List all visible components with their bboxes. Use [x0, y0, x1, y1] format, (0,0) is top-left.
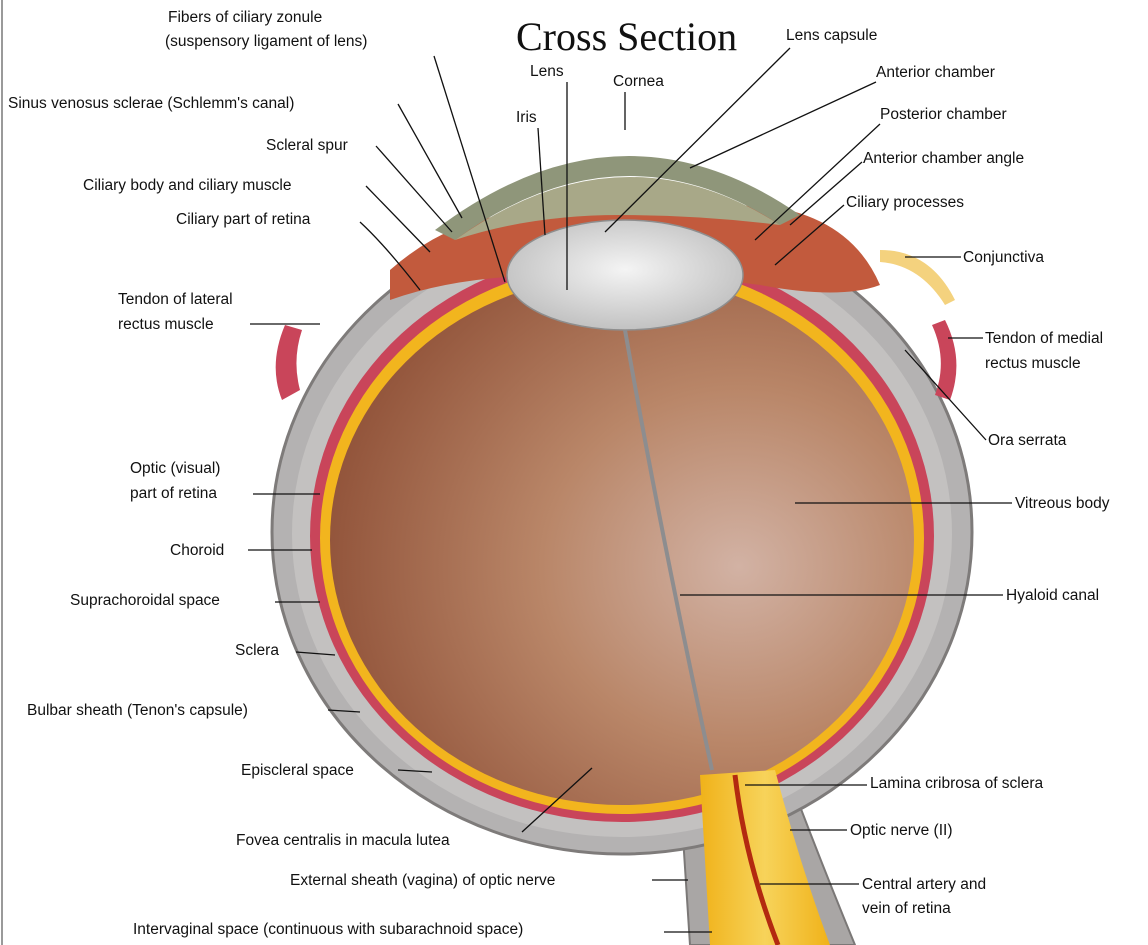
label-conjunctiva: Conjunctiva — [963, 249, 1044, 266]
label-optic-retina-1: Optic (visual) — [130, 460, 220, 477]
label-fibers-ciliary-zonule-2: (suspensory ligament of lens) — [165, 33, 367, 50]
label-hyaloid-canal: Hyaloid canal — [1006, 587, 1099, 604]
label-choroid: Choroid — [170, 542, 224, 559]
label-fibers-ciliary-zonule-1: Fibers of ciliary zonule — [168, 9, 322, 26]
diagram-title: Cross Section — [516, 14, 737, 59]
label-sclera: Sclera — [235, 642, 279, 659]
label-ciliary-body: Ciliary body and ciliary muscle — [83, 177, 291, 194]
label-bulbar-sheath: Bulbar sheath (Tenon's capsule) — [27, 702, 248, 719]
label-lens: Lens — [530, 63, 564, 80]
label-anterior-chamber: Anterior chamber — [876, 64, 995, 81]
label-tendon-medial-2: rectus muscle — [985, 355, 1081, 372]
label-intervaginal: Intervaginal space (continuous with suba… — [133, 921, 523, 938]
label-external-sheath: External sheath (vagina) of optic nerve — [290, 872, 555, 889]
label-lens-capsule: Lens capsule — [786, 27, 877, 44]
label-optic-nerve: Optic nerve (II) — [850, 822, 953, 839]
label-anterior-chamber-angle: Anterior chamber angle — [863, 150, 1024, 167]
label-scleral-spur: Scleral spur — [266, 137, 348, 154]
label-central-artery-2: vein of retina — [862, 900, 951, 917]
label-suprachoroidal: Suprachoroidal space — [70, 592, 220, 609]
label-sinus-venosus: Sinus venosus sclerae (Schlemm's canal) — [8, 95, 294, 112]
label-cornea: Cornea — [613, 73, 664, 90]
vitreous-body-shape — [330, 275, 914, 805]
label-fovea: Fovea centralis in macula lutea — [236, 832, 450, 849]
label-episcleral: Episcleral space — [241, 762, 354, 779]
label-optic-retina-2: part of retina — [130, 485, 217, 502]
label-central-artery-1: Central artery and — [862, 876, 986, 893]
label-ora-serrata: Ora serrata — [988, 432, 1067, 449]
label-vitreous-body: Vitreous body — [1015, 495, 1110, 512]
label-tendon-lateral-1: Tendon of lateral — [118, 291, 233, 308]
label-tendon-lateral-2: rectus muscle — [118, 316, 214, 333]
label-ciliary-part-retina: Ciliary part of retina — [176, 211, 311, 228]
label-lamina-cribrosa: Lamina cribrosa of sclera — [870, 775, 1044, 792]
label-tendon-medial-1: Tendon of medial — [985, 330, 1103, 347]
label-ciliary-processes: Ciliary processes — [846, 194, 964, 211]
lens-shape — [507, 220, 743, 330]
label-iris: Iris — [516, 109, 537, 126]
label-posterior-chamber: Posterior chamber — [880, 106, 1007, 123]
